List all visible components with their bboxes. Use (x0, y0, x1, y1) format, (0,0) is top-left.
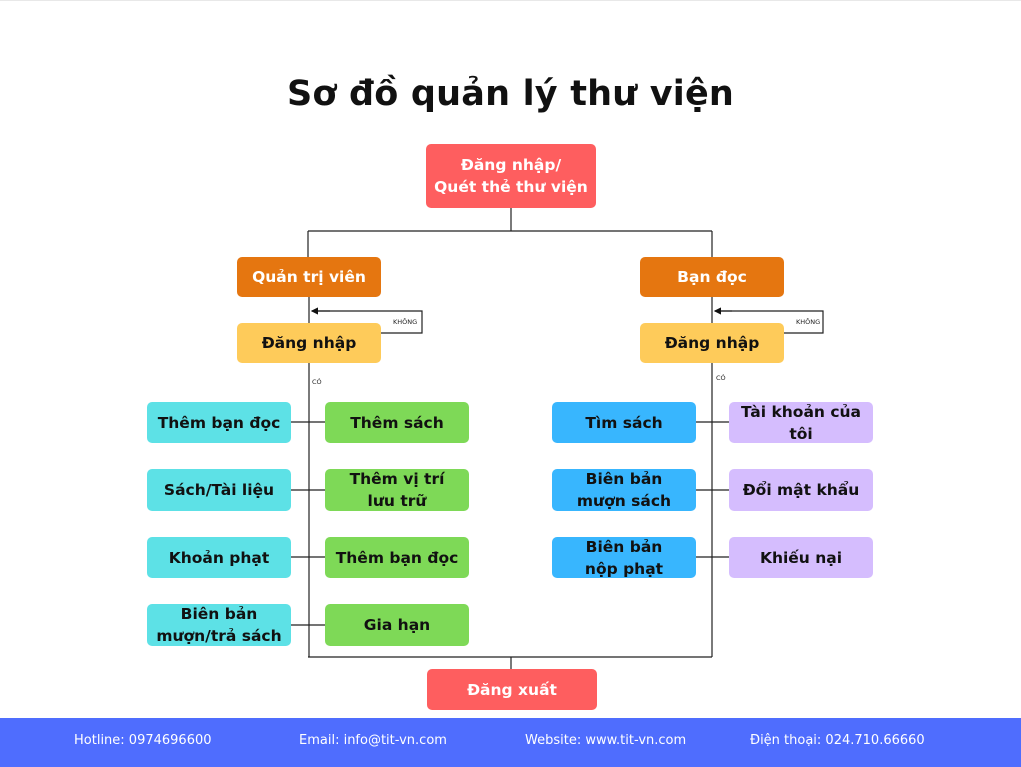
node-admin-borrow-return-record: Biên bản mượn/trả sách (147, 604, 291, 646)
connector-lines (290, 208, 824, 669)
label-yes-reader: CÓ (716, 374, 726, 382)
node-admin-fines: Khoản phạt (147, 537, 291, 578)
label-yes-admin: CÓ (312, 378, 322, 386)
footer-email: Email: info@tit-vn.com (299, 733, 447, 748)
node-admin-login: Đăng nhập (237, 323, 381, 363)
node-admin-add-reader: Thêm bạn đọc (147, 402, 291, 443)
label-no-reader: KHÔNG (796, 318, 821, 326)
label-no-admin: KHÔNG (393, 318, 418, 326)
footer-hotline: Hotline: 0974696600 (74, 733, 212, 748)
node-reader-search-book: Tìm sách (552, 402, 696, 443)
top-divider (0, 0, 1021, 1)
node-reader-fine-record: Biên bản nộp phạt (552, 537, 696, 578)
node-reader-change-password: Đổi mật khẩu (729, 469, 873, 511)
diagram-title: Sơ đồ quản lý thư viện (286, 74, 735, 114)
node-logout: Đăng xuất (427, 669, 597, 710)
node-admin-add-book: Thêm sách (325, 402, 469, 443)
node-admin-renew: Gia hạn (325, 604, 469, 646)
node-reader-complaint: Khiếu nại (729, 537, 873, 578)
node-reader-my-account: Tài khoản của tôi (729, 402, 873, 443)
node-admin-add-storage-location: Thêm vị trí lưu trữ (325, 469, 469, 511)
node-reader-borrow-record: Biên bản mượn sách (552, 469, 696, 511)
footer-website: Website: www.tit-vn.com (525, 733, 687, 748)
node-admin-documents: Sách/Tài liệu (147, 469, 291, 511)
footer-bar: Hotline: 0974696600 Email: info@tit-vn.c… (0, 718, 1021, 767)
footer-phone: Điện thoại: 024.710.66660 (750, 733, 925, 748)
node-admin: Quản trị viên (237, 257, 381, 297)
node-admin-add-reader-2: Thêm bạn đọc (325, 537, 469, 578)
node-login-scan-card: Đăng nhập/ Quét thẻ thư viện (426, 144, 596, 208)
node-reader-login: Đăng nhập (640, 323, 784, 363)
node-reader: Bạn đọc (640, 257, 784, 297)
